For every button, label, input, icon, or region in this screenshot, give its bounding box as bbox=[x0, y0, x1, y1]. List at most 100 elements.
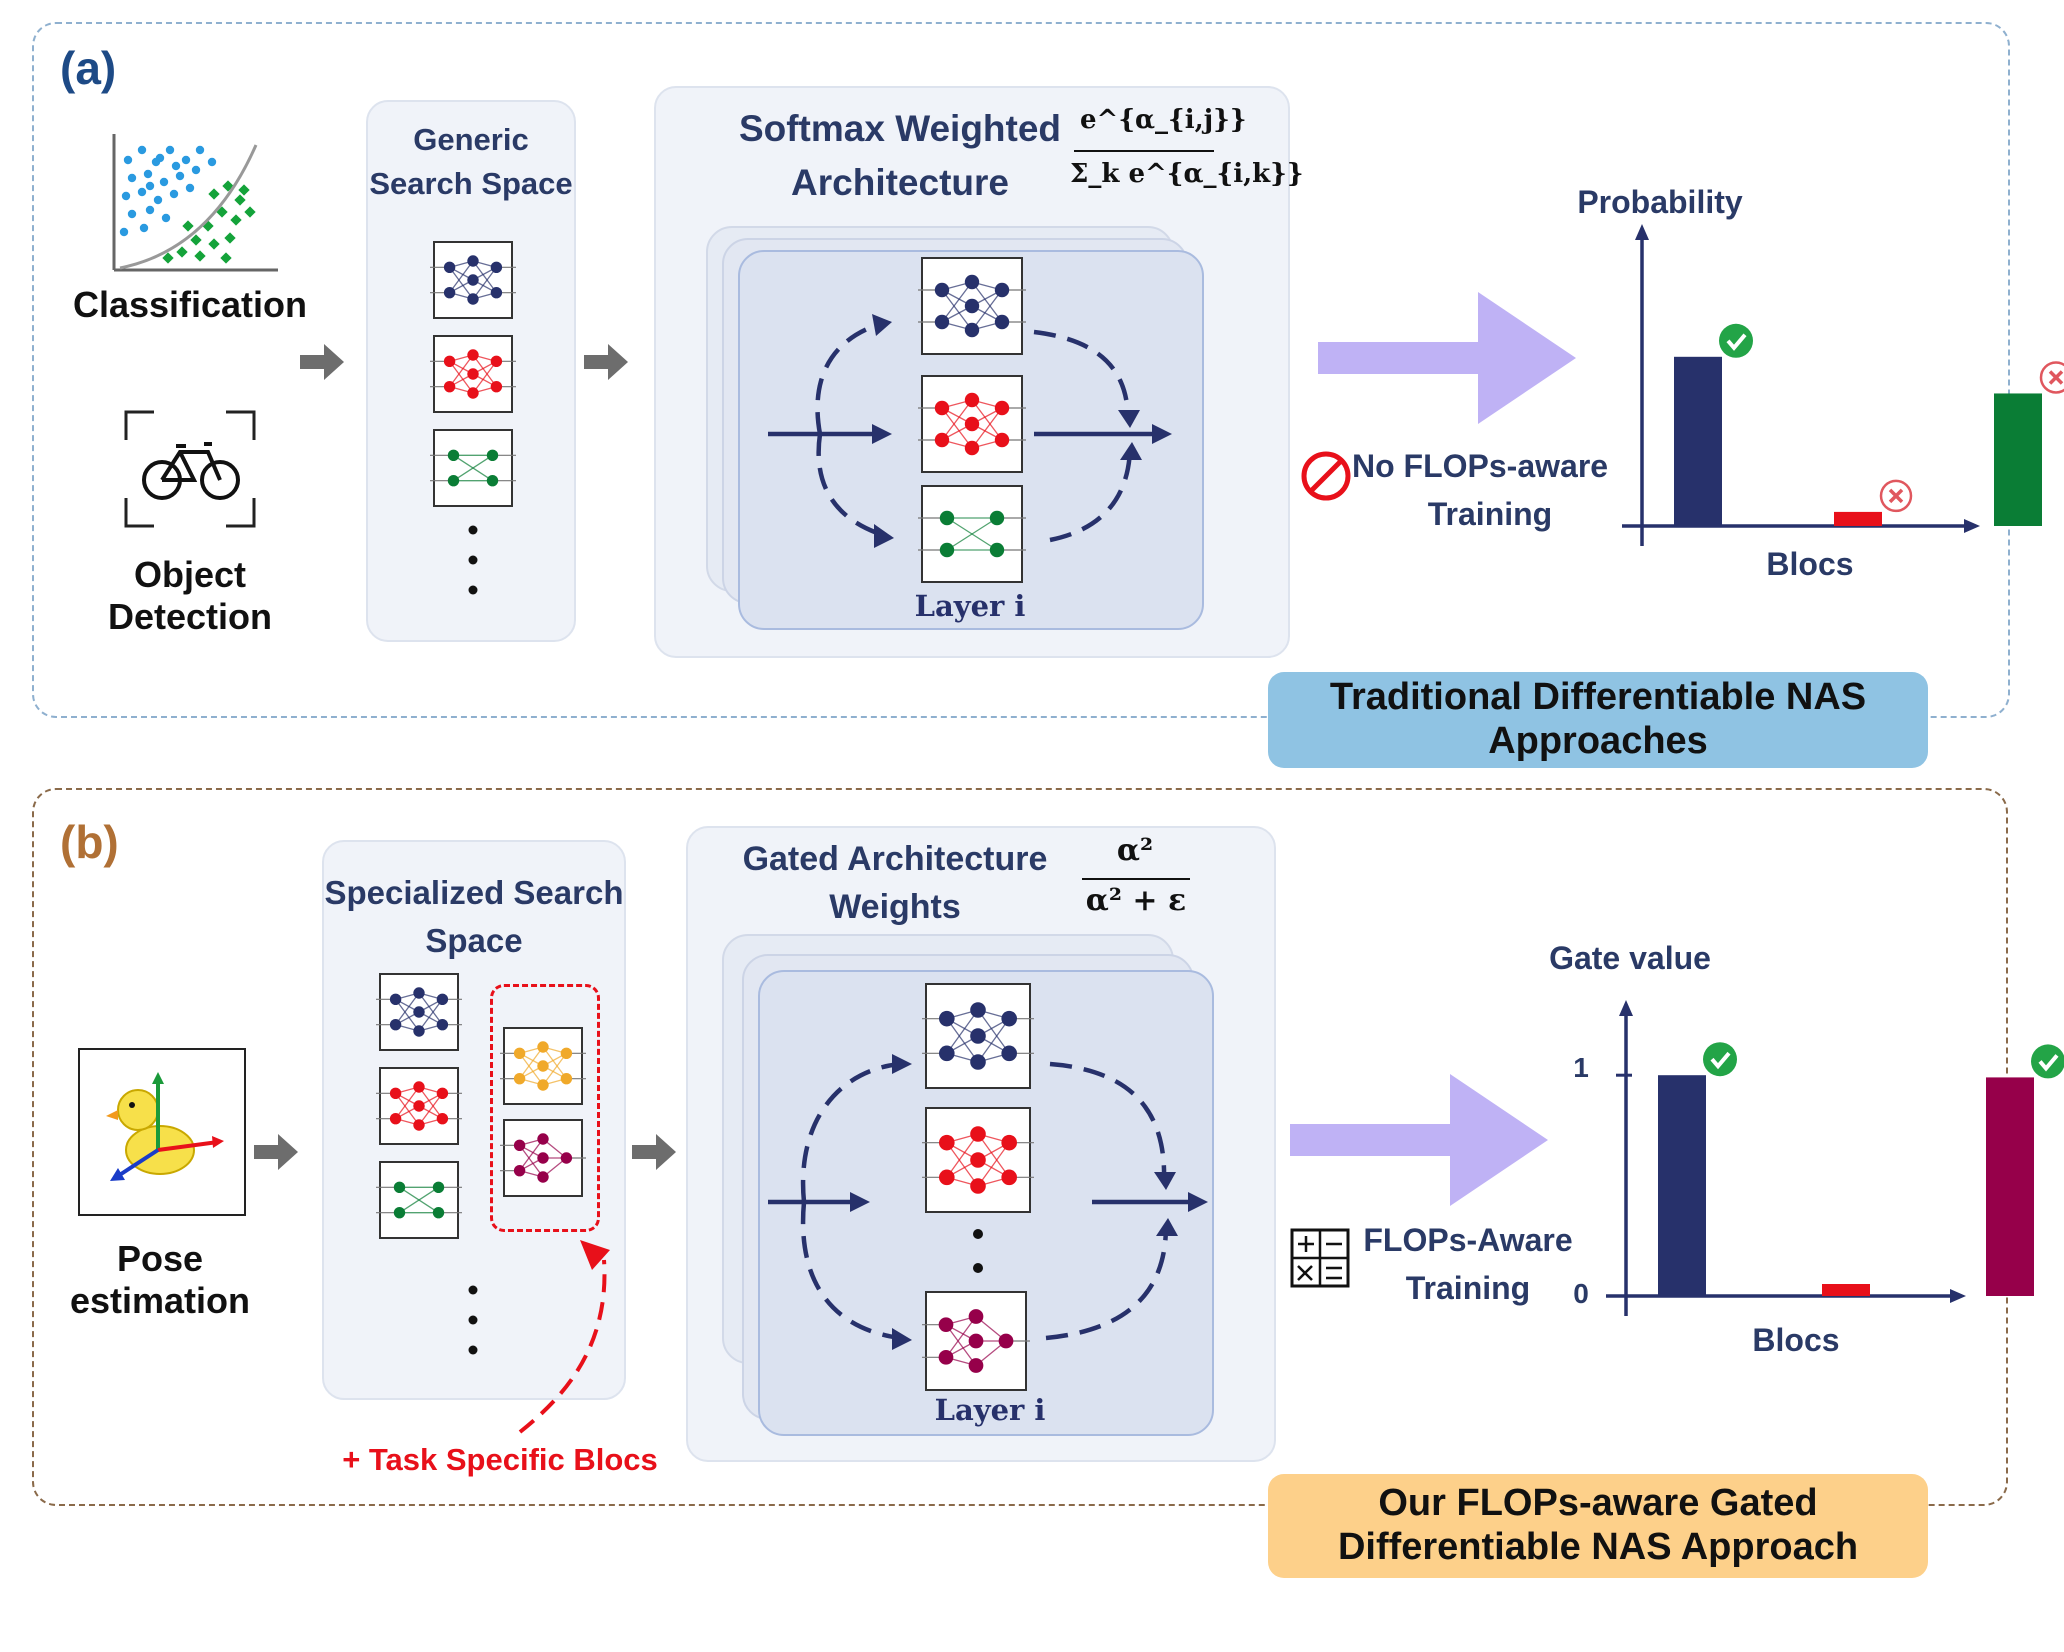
cross-icon-mark bbox=[2048, 370, 2064, 385]
search-block-red-b-node bbox=[413, 1119, 425, 1131]
scatter-point-blue bbox=[123, 155, 133, 165]
search-block-navy-a-node bbox=[467, 293, 479, 305]
scatter-point-blue bbox=[195, 145, 205, 155]
arch-block-navy-a-node bbox=[934, 282, 950, 298]
banner-traditional: Traditional Differentiable NAS Approache… bbox=[1268, 672, 1928, 768]
arch-block-navy-b-node bbox=[939, 1045, 955, 1062]
scatter-point-green bbox=[208, 188, 220, 200]
arch-block-green-a-node bbox=[939, 510, 955, 526]
scatter-point-blue bbox=[175, 171, 185, 181]
scatter-point-blue bbox=[159, 177, 169, 187]
search-block-green-a-node bbox=[447, 474, 460, 487]
arch-a-dash-up-head bbox=[872, 314, 892, 336]
arch-block-red-b-edge bbox=[977, 1142, 1010, 1187]
ellipsis-dot-a bbox=[468, 585, 478, 595]
task-block-maroon bbox=[500, 1119, 586, 1197]
search-block-navy-b bbox=[376, 973, 462, 1051]
arch-block-maroon-b bbox=[922, 1291, 1030, 1391]
gated-title-2: Weights bbox=[829, 888, 961, 926]
panel-a-tag: (a) bbox=[60, 42, 117, 94]
task-block-maroon-node bbox=[537, 1171, 549, 1183]
scatter-point-blue bbox=[181, 155, 191, 165]
search-block-green-b bbox=[376, 1161, 462, 1239]
arch-b-input-head bbox=[850, 1192, 870, 1212]
ellipsis-dot-a bbox=[468, 555, 478, 565]
arch-block-red-a-edge bbox=[941, 399, 973, 441]
arch-block-navy-b-edge bbox=[946, 1009, 979, 1054]
arch-a-dash-merge-bot-head bbox=[1120, 442, 1142, 460]
ellipsis-dot-b bbox=[468, 1315, 478, 1325]
layer-i-label-a: Layer i bbox=[914, 589, 1026, 623]
arch-block-navy-b-edge bbox=[977, 1009, 1010, 1054]
arch-b-dash-merge-top bbox=[1049, 1061, 1167, 1181]
check-icon bbox=[1703, 1042, 1737, 1077]
task-block-maroon-node bbox=[560, 1152, 573, 1164]
arch-block-red-b-node bbox=[939, 1169, 955, 1186]
search-block-navy-a-edge bbox=[449, 260, 474, 294]
search-block-navy-a-edge bbox=[449, 266, 474, 300]
task-block-maroon-node bbox=[537, 1133, 549, 1145]
scatter-point-blue bbox=[127, 209, 137, 219]
arch-block-green-a-edge bbox=[946, 517, 998, 551]
task-block-orange-node bbox=[537, 1079, 549, 1091]
scatter-point-green bbox=[220, 252, 232, 264]
scatter-point-blue bbox=[165, 145, 175, 155]
chart-0-bar-0 bbox=[1674, 356, 1722, 526]
arch-block-green-a-node bbox=[989, 510, 1005, 526]
ellipsis-dot-b bbox=[468, 1285, 478, 1295]
scatter-point-blue bbox=[207, 157, 217, 167]
arch-block-navy-a-node bbox=[964, 322, 980, 338]
search-block-navy-b-node bbox=[436, 1018, 449, 1031]
search-block-green-a-node bbox=[486, 449, 499, 462]
specialized-title-1: Specialized Search bbox=[324, 874, 624, 911]
task-block-orange-node bbox=[513, 1047, 526, 1060]
task-block-orange-node bbox=[560, 1072, 573, 1085]
check-icon-mark bbox=[1726, 333, 1747, 351]
flow-arrow-b1 bbox=[254, 1134, 298, 1170]
search-block-green-a-edge bbox=[453, 454, 493, 482]
chart-1-x-axis-head bbox=[1950, 1289, 1966, 1303]
arch-block-maroon-b-node bbox=[968, 1358, 984, 1373]
arch-block-red-a-edge bbox=[941, 407, 973, 449]
search-block-red-a-node bbox=[443, 355, 456, 368]
search-block-red-b-edge bbox=[395, 1086, 420, 1120]
no-entry-slash bbox=[1308, 458, 1344, 494]
chart-b-tick-1: 1 bbox=[1573, 1052, 1589, 1083]
search-block-red-a bbox=[430, 335, 516, 413]
chart-b-ylabel: Gate value bbox=[1549, 940, 1711, 976]
big-arrow-a bbox=[1318, 292, 1576, 424]
check-icon-mark bbox=[2038, 1054, 2059, 1072]
scatter-point-blue bbox=[143, 169, 153, 179]
search-block-navy-a-node bbox=[467, 274, 479, 286]
search-block-green-a-node bbox=[486, 474, 499, 487]
arch-b-dash-merge-bot bbox=[1045, 1225, 1169, 1341]
arch-block-navy-a-node bbox=[934, 314, 950, 330]
arch-block-navy-b-node bbox=[939, 1010, 955, 1027]
banner-ours: Our FLOPs-aware Gated Differentiable NAS… bbox=[1268, 1474, 1928, 1578]
search-block-navy-a-edge bbox=[472, 260, 497, 294]
arch-block-navy-b-node bbox=[1001, 1045, 1017, 1062]
no-flops-label-2: Training bbox=[1427, 496, 1553, 532]
chart-a-ylabel: Probability bbox=[1577, 184, 1743, 220]
search-block-navy-b-node bbox=[389, 993, 402, 1006]
calculator-symbols bbox=[1297, 1236, 1342, 1281]
scatter-point-green bbox=[230, 214, 242, 226]
scatter-point-blue bbox=[127, 173, 137, 183]
search-block-red-a-node bbox=[490, 355, 503, 368]
scatter-point-green bbox=[244, 206, 256, 218]
scatter-point-blue bbox=[185, 183, 195, 193]
banner-b-line-2: Differentiable NAS Approach bbox=[1337, 1526, 1859, 1568]
ellipsis-dot-arch-b bbox=[973, 1263, 983, 1273]
ellipsis-dot-a bbox=[468, 525, 478, 535]
task-block-maroon-node bbox=[537, 1152, 549, 1164]
arch-block-navy-b-node bbox=[970, 1054, 986, 1070]
cross-icon bbox=[2039, 361, 2064, 394]
search-block-green-a-node bbox=[447, 449, 460, 462]
flops-aware-label-2: Training bbox=[1405, 1270, 1531, 1306]
arch-block-green-a bbox=[918, 485, 1026, 583]
search-block-navy-b-node bbox=[389, 1018, 402, 1031]
chart-0-bar-1 bbox=[1834, 511, 1882, 526]
arch-b-dash-up-head bbox=[892, 1054, 912, 1074]
search-block-red-b-edge bbox=[418, 1086, 443, 1120]
